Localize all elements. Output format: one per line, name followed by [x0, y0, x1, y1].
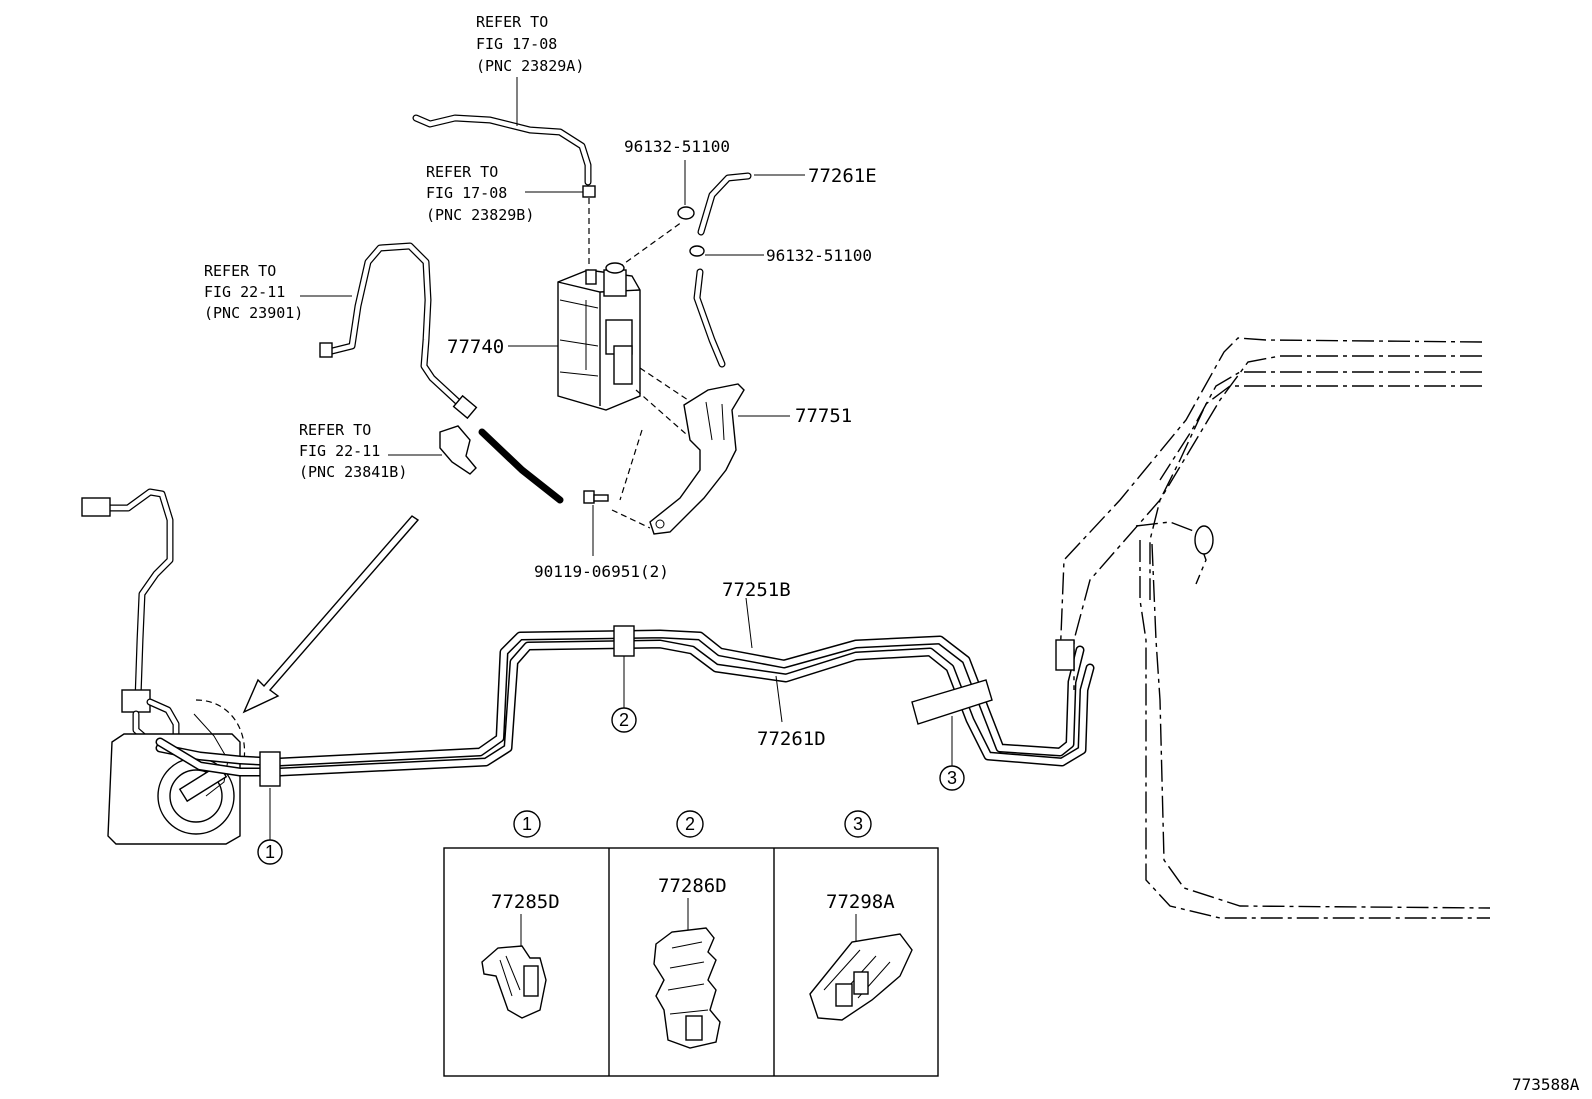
connector-23841b	[388, 425, 477, 475]
label-96132-51100-upper: 96132-51100	[624, 137, 730, 156]
ref-23829a-line3: (PNC 23829A)	[476, 57, 584, 75]
label-77286d: 77286D	[658, 875, 727, 897]
vapor-hose-23901	[300, 242, 564, 504]
vapor-hose-23829a	[412, 77, 596, 265]
ref-23829a-line1: REFER TO	[476, 13, 548, 31]
ref-23901-line2: FIG 22-11	[204, 283, 285, 301]
clamp-legend-table	[443, 847, 939, 1077]
ref-23841b-line2: FIG 22-11	[299, 442, 380, 460]
label-90119-06951: 90119-06951(2)	[534, 562, 669, 581]
tube-clamp-3: 3	[911, 679, 993, 791]
view-direction-arrow	[242, 515, 420, 714]
label-77751: 77751	[795, 405, 852, 427]
bracket-bolt	[583, 490, 609, 556]
legend-marker-3: 3	[853, 814, 863, 834]
tube-77251b	[155, 629, 1085, 767]
reference-label-23829a: REFER TO FIG 17-08 (PNC 23829A)	[476, 13, 584, 75]
charcoal-canister	[508, 262, 641, 411]
legend-marker-1: 1	[522, 814, 532, 834]
label-77298a: 77298A	[826, 891, 895, 913]
label-96132-51100-lower: 96132-51100	[766, 246, 872, 265]
hose-77261e	[697, 172, 805, 236]
vent-hose-left	[81, 488, 180, 748]
callout-3-tube: 3	[947, 768, 957, 788]
hose-clamp-lower	[689, 245, 764, 257]
legend-cell-3: 3 77298A	[809, 810, 913, 1021]
figure-id: 773588A	[1512, 1075, 1580, 1094]
legend-cell-1: 1 77285D	[481, 810, 560, 1019]
tube-clamp-2: 2	[611, 625, 637, 733]
tube-clamp-1: 1	[257, 751, 283, 865]
label-77261e: 77261E	[808, 165, 877, 187]
ref-23829a-line2: FIG 17-08	[476, 35, 557, 53]
reference-label-23829b: REFER TO FIG 17-08 (PNC 23829B)	[426, 163, 534, 224]
ref-23841b-line1: REFER TO	[299, 421, 371, 439]
label-77261d: 77261D	[757, 728, 826, 750]
legend-marker-2: 2	[685, 814, 695, 834]
legend-cell-2: 2 77286D	[653, 810, 727, 1049]
ref-23841b-line3: (PNC 23841B)	[299, 463, 407, 481]
hose-clamp-upper	[677, 160, 695, 220]
ref-23829b-line2: FIG 17-08	[426, 184, 507, 202]
vehicle-frame-outline	[1055, 337, 1491, 919]
tube-77261d	[155, 639, 1095, 777]
reference-label-23901: REFER TO FIG 22-11 (PNC 23901)	[204, 262, 303, 322]
label-77740: 77740	[447, 336, 504, 358]
reference-label-23841b: REFER TO FIG 22-11 (PNC 23841B)	[299, 421, 407, 481]
ref-23829b-line3: (PNC 23829B)	[426, 206, 534, 224]
label-77285d: 77285D	[491, 891, 560, 913]
callout-1-tube: 1	[265, 842, 275, 862]
canister-bracket	[611, 367, 790, 535]
ref-23829b-line1: REFER TO	[426, 163, 498, 181]
ref-23901-line3: (PNC 23901)	[204, 304, 303, 322]
label-77251b: 77251B	[722, 579, 791, 601]
callout-2-tube: 2	[619, 710, 629, 730]
ref-23901-line1: REFER TO	[204, 262, 276, 280]
